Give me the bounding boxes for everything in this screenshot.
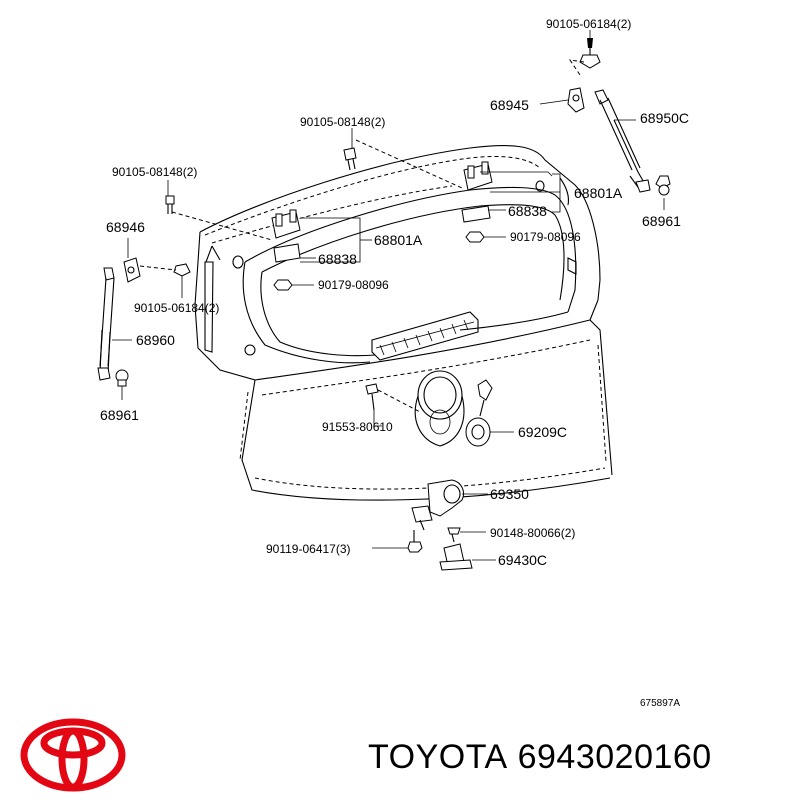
- diagram-id-code: 675897A: [640, 698, 680, 709]
- nut-90179-08096-right: [465, 231, 485, 243]
- hinge-left: [271, 209, 301, 263]
- back-door-panel: [194, 145, 613, 501]
- label-68945: 68945: [490, 97, 529, 113]
- bolt-91553-80610: [365, 383, 379, 411]
- label-90105-08148-left: 90105-08148(2): [112, 165, 197, 179]
- label-68960: 68960: [136, 332, 175, 348]
- label-90179-08096-right: 90179-08096: [510, 230, 581, 244]
- center-garnish-bracket: [371, 311, 479, 361]
- damper-stay-left: [97, 257, 141, 381]
- label-68801A-right: 68801A: [574, 185, 623, 201]
- label-68838-right: 68838: [508, 203, 547, 219]
- label-68961-left: 68961: [100, 407, 139, 423]
- brand-name: TOYOTA: [368, 738, 508, 776]
- lock-opening-garnish: [414, 370, 465, 447]
- striker-69430C: [439, 543, 473, 571]
- footer-caption: TOYOTA 6943020160: [368, 738, 712, 777]
- bolt-90119-06417: [407, 530, 423, 553]
- label-90105-06184-top: 90105-06184(2): [546, 17, 631, 31]
- label-68801A-left: 68801A: [374, 232, 423, 248]
- label-69430C: 69430C: [498, 552, 547, 568]
- label-68946: 68946: [106, 219, 145, 235]
- leader-lines: [112, 30, 665, 561]
- label-68838-left: 68838: [318, 251, 357, 267]
- part-number: 6943020160: [517, 738, 712, 776]
- label-90179-08096-left: 90179-08096: [318, 278, 389, 292]
- back-door-lock-69350: [411, 479, 465, 531]
- label-69350: 69350: [490, 486, 529, 502]
- label-90148-80066: 90148-80066(2): [490, 526, 575, 540]
- label-68961-right: 68961: [642, 213, 681, 229]
- nut-90179-08096-left: [273, 279, 293, 291]
- label-90119-06417: 90119-06417(3): [266, 542, 351, 556]
- bolt-90105-08148-mid: [343, 147, 357, 171]
- bolt-90105-06184-top: [579, 38, 601, 69]
- bolt-90105-06184-left: [173, 263, 191, 277]
- lock-cylinder-69209C: [465, 379, 493, 447]
- label-69209C: 69209C: [518, 424, 567, 440]
- ball-joint-68961-right: [655, 175, 671, 196]
- label-91553-80610: 91553-80610: [322, 420, 393, 434]
- bolt-90105-08148-left: [165, 195, 175, 214]
- ball-joint-68961-left: [115, 369, 129, 387]
- part-labels: 90105-06184(2) 68945 68950C 90105-08148(…: [100, 17, 689, 709]
- label-90105-08148-mid: 90105-08148(2): [300, 115, 385, 129]
- hinge-right: [461, 161, 493, 223]
- damper-stay-right: [567, 87, 651, 193]
- label-68950C: 68950C: [640, 110, 689, 126]
- screw-90148-80066: [447, 527, 461, 543]
- toyota-logo-icon: [20, 718, 126, 792]
- label-90105-06184-left: 90105-06184(2): [134, 301, 219, 315]
